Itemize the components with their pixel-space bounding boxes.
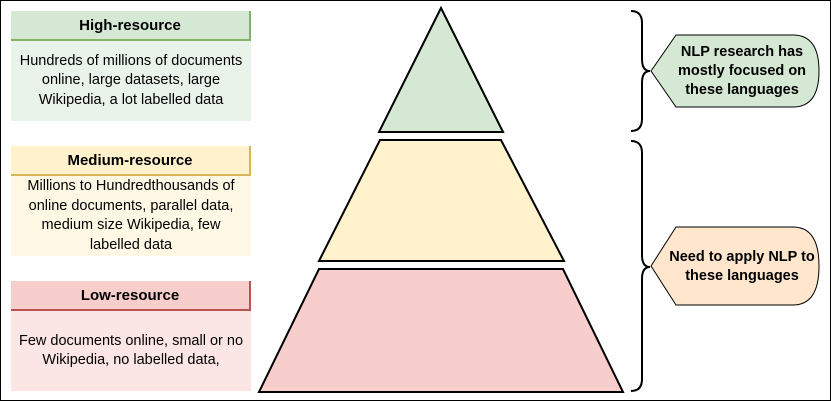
- low-resource-description: Few documents online, small or no Wikipe…: [11, 311, 251, 391]
- high-resource-description: Hundreds of millions of documents online…: [11, 41, 251, 121]
- medium-resource-header: Medium-resource: [11, 146, 251, 176]
- brace-top: [630, 10, 651, 132]
- low-resource-header: Low-resource: [11, 281, 251, 311]
- callout-top-text: NLP research has mostly focused on these…: [677, 44, 807, 98]
- high-resource-header: High-resource: [11, 11, 251, 41]
- medium-resource-description: Millions to Hundredthousands of online d…: [11, 176, 251, 256]
- brace-bottom: [630, 140, 651, 392]
- pyramid-top-tier: [377, 5, 505, 133]
- pyramid-middle-tier: [317, 139, 566, 262]
- callout-bottom-text: Need to apply NLP to these languages: [669, 249, 815, 284]
- pyramid-bottom-tier: [257, 268, 625, 393]
- callout-bottom-shape: [650, 226, 820, 306]
- callout-top-shape: [650, 34, 820, 108]
